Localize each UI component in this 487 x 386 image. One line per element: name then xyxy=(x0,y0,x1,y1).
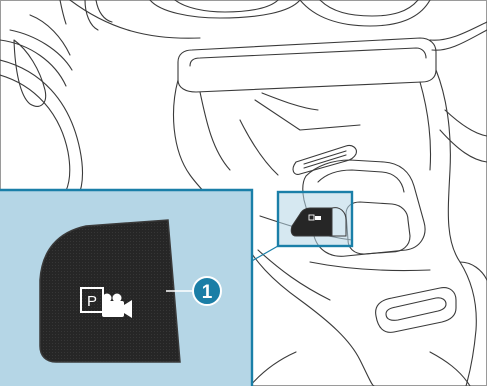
parking-camera-button xyxy=(40,220,180,362)
callout-number: 1 xyxy=(202,282,213,303)
parking-letter: P xyxy=(87,293,97,310)
callout-1: 1 xyxy=(193,277,221,305)
button-highlight-frame xyxy=(278,192,352,246)
inset-zoom-panel: P 1 xyxy=(0,190,252,386)
